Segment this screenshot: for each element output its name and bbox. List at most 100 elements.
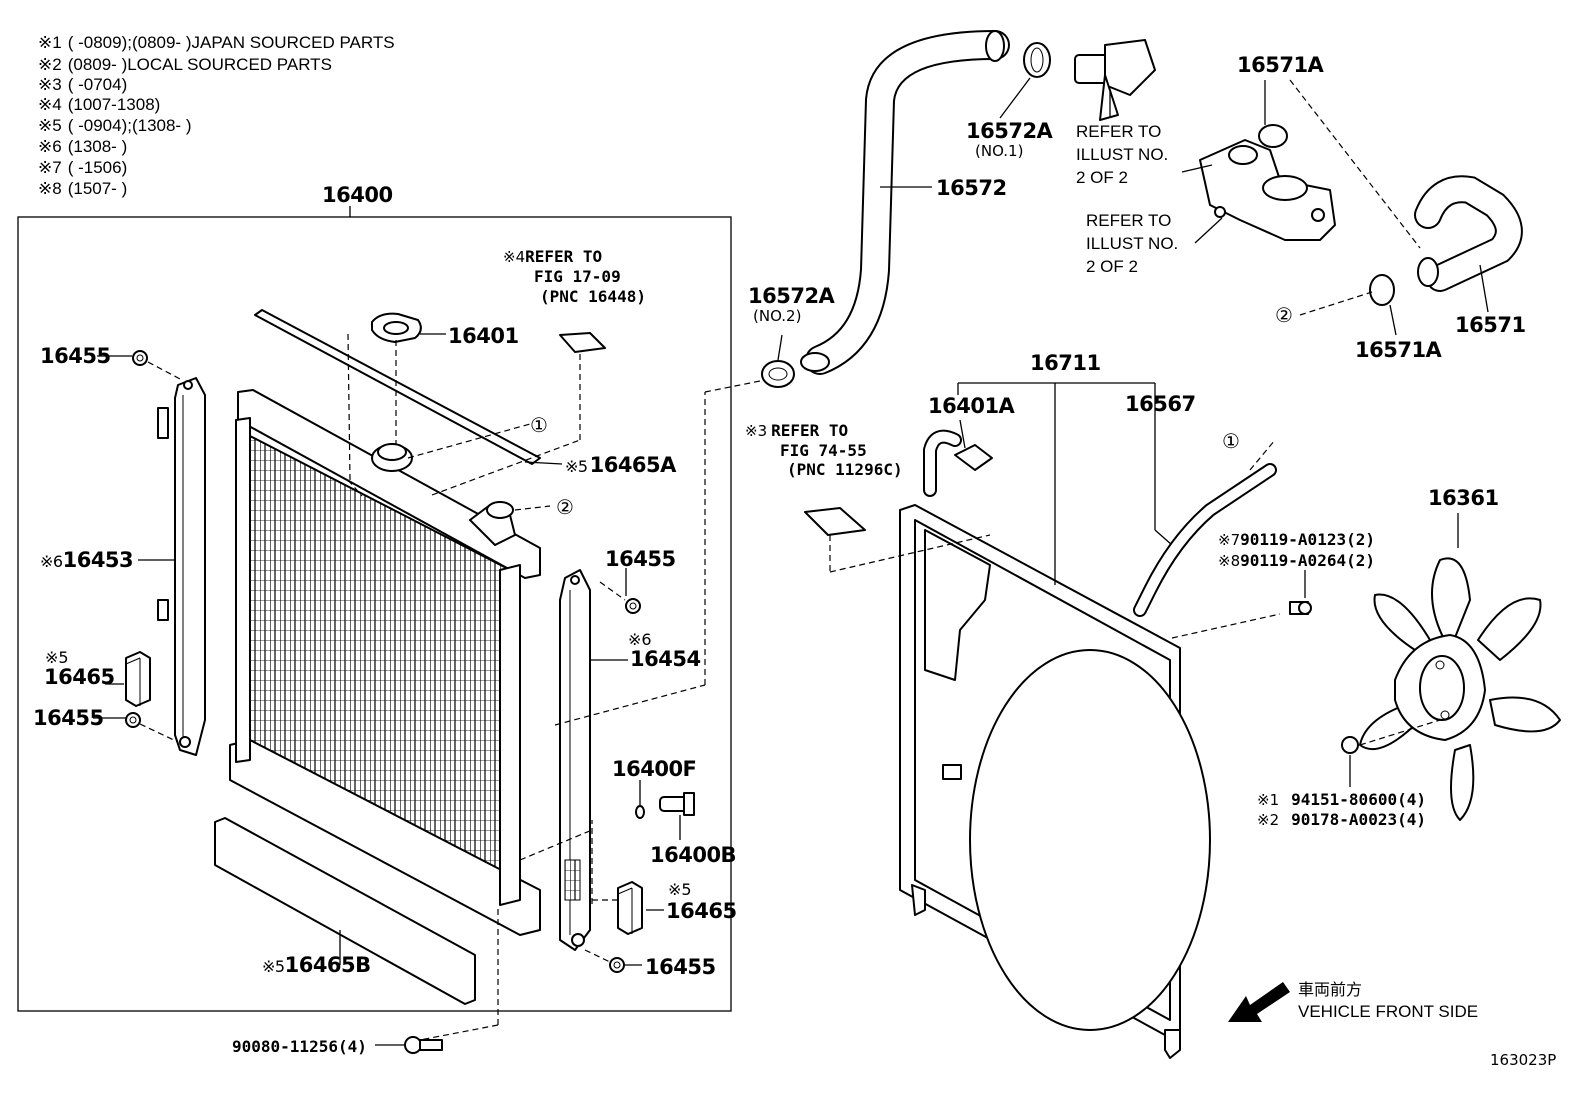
ref-plate-icon: [804, 507, 866, 536]
ref-text: FIG 17-09: [534, 267, 621, 286]
label-bolt-90119-A0123: 90119-A0123(2): [1240, 530, 1375, 549]
callout-1: ①: [530, 413, 548, 437]
label-16711: 16711: [1030, 351, 1101, 375]
note-text: (1507- ): [68, 179, 128, 198]
note-text: ( -0904);(1308- ): [68, 116, 192, 135]
note-mark: ※4: [503, 248, 525, 266]
callout-2: ②: [556, 495, 574, 519]
svg-text:※4(1007-1308): ※4(1007-1308): [38, 95, 160, 114]
gasket-16401: [371, 312, 422, 343]
overflow-hose-16567: [1133, 439, 1277, 617]
diagram-id: 163023P: [1490, 1051, 1556, 1069]
callout-1: ①: [1222, 429, 1240, 453]
ref-text: ILLUST NO.: [1086, 234, 1178, 253]
note-mark: ※5: [668, 880, 692, 899]
svg-text:※5( -0904);(1308- ): ※5 ( -0904);(1308- ): [38, 116, 191, 135]
svg-text:※1( -0809);(0809- )J: ※1( -0809);(0809- )JAPAN SOURCED PARTS: [38, 33, 395, 52]
label-90080: 90080-11256(4): [232, 1037, 367, 1056]
radiator-assembly-box: [17, 216, 732, 1012]
note-mark: ※1: [1257, 791, 1279, 809]
bolt-icon: [625, 598, 641, 614]
front-label-jp: 車両前方: [1298, 980, 1362, 999]
note-mark: ※5: [45, 648, 69, 667]
svg-text:※890119-A0264(2): ※890119-A0264(2): [1218, 551, 1375, 570]
note-mark: ※7: [1218, 531, 1240, 549]
cooling-fan-16361: [1359, 513, 1561, 821]
ref-text: ILLUST NO.: [1076, 145, 1168, 164]
label-16454: 16454: [630, 647, 701, 671]
label-16400: 16400: [322, 183, 393, 207]
left-support-16453: [157, 377, 206, 756]
ref-text: REFER TO: [1076, 122, 1161, 141]
label-16401: 16401: [448, 324, 519, 348]
note-mark: ※7: [38, 158, 62, 177]
note-mark: ※2: [1257, 811, 1279, 829]
cushion-16465-right: [617, 881, 643, 935]
radiator-hose-16571: [1414, 175, 1523, 313]
label-nut-90178: 90178-A0023(4): [1291, 810, 1426, 829]
label-16572A: 16572A: [748, 284, 836, 308]
drain-cock-16400B: [659, 792, 695, 816]
bolt-icon: [132, 350, 148, 366]
nut-icon: [1341, 736, 1359, 754]
label-16465A: 16465A: [590, 453, 678, 477]
label-16400F: 16400F: [612, 757, 696, 781]
label-16465: 16465: [666, 899, 737, 923]
label-16567: 16567: [1125, 392, 1196, 416]
svg-text:※3( -0704): ※3( -0704): [38, 75, 127, 94]
part-labels: 16455 16401 ※616453 ※5 16465 16455 ※5164…: [33, 53, 1556, 1069]
svg-text:※790119-A0123(2): ※790119-A0123(2): [1218, 530, 1375, 549]
label-16571: 16571: [1455, 313, 1526, 337]
ref-text: 2 OF 2: [1076, 168, 1128, 187]
cushion-16465-left: [125, 651, 151, 707]
label-16361: 16361: [1428, 486, 1499, 510]
ref-text: (PNC 16448): [540, 287, 646, 306]
note-mark: ※3: [38, 75, 62, 94]
leader-lines-left: [93, 333, 766, 1046]
svg-text:※516465B: ※516465B: [262, 953, 371, 977]
front-label-en: VEHICLE FRONT SIDE: [1298, 1002, 1478, 1021]
label-16400B: 16400B: [650, 843, 736, 867]
note-text: (0809- )LOCAL SOURCED PARTS: [68, 55, 332, 74]
label-16572A: 16572A: [966, 119, 1054, 143]
label-16572: 16572: [936, 176, 1007, 200]
label-bolt-90119-A0264: 90119-A0264(2): [1240, 551, 1375, 570]
label-16571A: 16571A: [1355, 338, 1443, 362]
note-mark: ※2: [38, 55, 62, 74]
ref-text: FIG 74-55: [780, 441, 867, 460]
svg-text:※6(1308- ): ※6(1308- ): [38, 137, 127, 156]
o-ring-16400F: [635, 805, 645, 819]
label-sub: (NO.1): [975, 142, 1023, 160]
note-mark: ※6: [38, 137, 62, 156]
label-nut-94151: 94151-80600(4): [1291, 790, 1426, 809]
clamp-16572A-no2: [761, 360, 795, 388]
svg-text:※4REFER TO: ※4REFER TO: [503, 247, 602, 266]
ref-text: REFER TO: [771, 421, 848, 440]
bolt-icon: [609, 957, 625, 973]
note-text: (1007-1308): [68, 95, 161, 114]
ref-text: (PNC 11296C): [787, 460, 903, 479]
label-16453: 16453: [63, 548, 134, 572]
ref-text: REFER TO: [525, 247, 602, 266]
svg-text:※616453: ※616453: [40, 548, 133, 572]
svg-text:※7( -1506): ※7 ( -1506): [38, 158, 127, 177]
note-mark: ※5: [262, 957, 285, 976]
note-mark: ※8: [38, 179, 62, 198]
front-direction-arrow-icon: [1228, 982, 1290, 1022]
note-mark: ※5: [565, 457, 588, 476]
note-mark: ※5: [38, 116, 62, 135]
vehicle-front-indicator: 車両前方 VEHICLE FRONT SIDE: [1298, 980, 1478, 1021]
lower-seal-16465B: [214, 817, 476, 1005]
bolt-90080: [404, 1036, 443, 1054]
label-16465: 16465: [44, 665, 115, 689]
fan-shroud-16711: [899, 504, 1211, 1059]
label-16455: 16455: [33, 706, 104, 730]
note-text: ( -1506): [68, 158, 128, 177]
upper-hose-16572: [800, 30, 1010, 375]
right-support-16454: [559, 569, 591, 951]
